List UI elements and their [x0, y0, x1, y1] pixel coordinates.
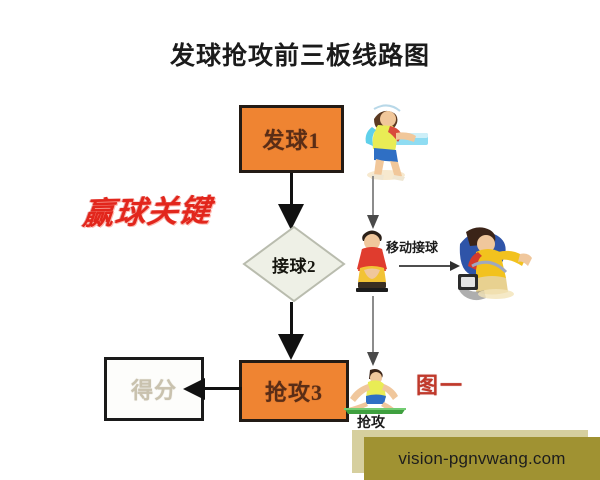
flow-node-receive[interactable]: 接球2 — [242, 225, 346, 303]
path-arrow-serve-line — [372, 176, 374, 220]
watermark-block — [364, 437, 600, 480]
flow-node-score-label: 得分 — [130, 378, 177, 403]
path-arrow-attack-line — [372, 296, 374, 358]
label-attack-caption: 抢攻 — [357, 416, 385, 431]
figure-number-label: 图一 — [416, 373, 465, 398]
flow-node-attack[interactable]: 抢攻3 — [239, 360, 349, 422]
flow-node-attack-label: 抢攻3 — [264, 380, 323, 405]
arrow-receive-to-attack-head — [278, 334, 304, 360]
attacker-illustration — [344, 369, 406, 414]
arrow-move-receive-head — [450, 261, 460, 271]
table-tennis-mover-figure — [452, 222, 534, 302]
arrow-attack-to-score-line — [204, 387, 242, 390]
path-arrow-attack-head — [367, 352, 379, 366]
path-arrow-serve-head — [367, 215, 379, 229]
arrow-receive-to-attack-line — [290, 302, 293, 340]
table-tennis-receiver-figure — [348, 228, 396, 296]
diamond-shape — [242, 225, 346, 303]
receiver-illustration — [356, 230, 388, 292]
flow-node-serve[interactable]: 发球1 — [239, 105, 344, 173]
arrow-attack-to-score-head — [183, 378, 205, 400]
slogan-text: 赢球关键 — [81, 192, 213, 232]
page-title: 发球抢攻前三板线路图 — [169, 43, 430, 70]
flow-node-receive-label: 接球2 — [272, 256, 316, 276]
watermark-text: vision-pgnvwang.com — [398, 448, 566, 468]
arrow-serve-to-receive-line — [290, 173, 293, 209]
server-illustration — [365, 104, 428, 181]
mover-illustration — [458, 227, 532, 301]
label-move-receive: 移动接球 — [386, 240, 439, 255]
arrow-serve-to-receive-head — [278, 204, 304, 230]
table-tennis-attacker-figure — [340, 368, 412, 416]
arrow-move-receive-line — [399, 265, 452, 267]
table-tennis-server-figure — [352, 95, 436, 181]
flow-node-serve-label: 发球1 — [262, 128, 321, 153]
